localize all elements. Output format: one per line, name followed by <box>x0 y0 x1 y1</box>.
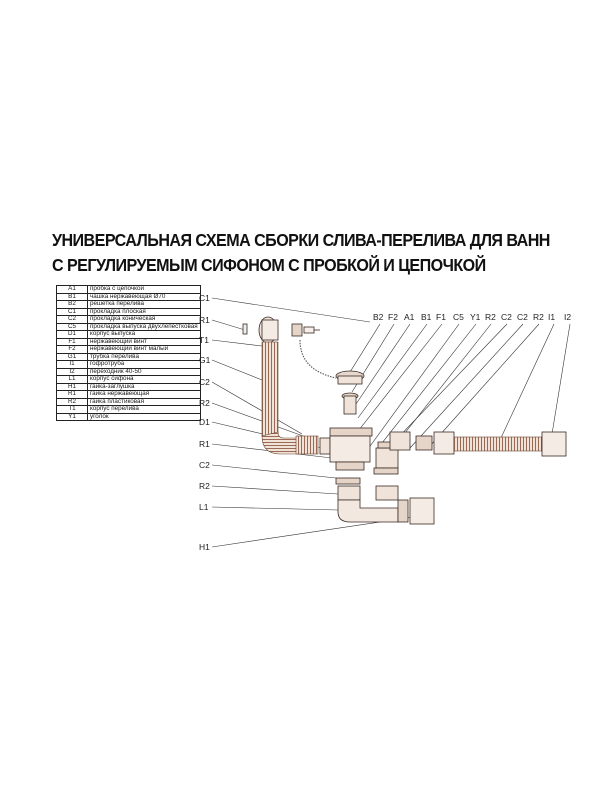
callout-label: R2 <box>485 312 496 322</box>
callout-label: B2 <box>373 312 384 322</box>
leader-lines <box>211 297 571 548</box>
callout-label: T1 <box>199 335 209 345</box>
overflow-assembly <box>242 316 337 379</box>
callout-label: C2 <box>501 312 512 322</box>
callout-label: C2 <box>199 460 210 470</box>
legend-description: уголок <box>87 412 201 421</box>
callout-label: R2 <box>533 312 544 322</box>
callout-label: R1 <box>199 315 210 325</box>
callout-label: C1 <box>199 293 210 303</box>
callout-label: F1 <box>436 312 446 322</box>
callout-label: Y1 <box>470 312 481 322</box>
callout-label: H1 <box>199 542 210 552</box>
callout-label: C5 <box>453 312 464 322</box>
callout-label: L1 <box>199 502 209 512</box>
callout-label: I1 <box>548 312 555 322</box>
title-line-1: УНИВЕРСАЛЬНАЯ СХЕМА СБОРКИ СЛИВА-ПЕРЕЛИВ… <box>52 230 550 250</box>
callout-label: R2 <box>199 481 210 491</box>
callout-label: A1 <box>404 312 415 322</box>
top-callout-labels: B2 F2 A1 B1 F1 C5 Y1 R2 C2 C2 R2 I1 I2 <box>373 312 571 322</box>
callout-label: F2 <box>388 312 398 322</box>
drain-assembly <box>319 370 373 471</box>
callout-label: R2 <box>199 398 210 408</box>
callout-label: G1 <box>199 355 211 365</box>
overflow-corrugated-pipe <box>261 341 319 455</box>
callout-label: I2 <box>564 312 571 322</box>
callout-label: B1 <box>421 312 432 322</box>
title-line-2: С РЕГУЛИРУЕМЫМ СИФОНОМ С ПРОБКОЙ И ЦЕПОЧ… <box>52 255 486 275</box>
callout-label: R1 <box>199 439 210 449</box>
outlet-corrugated-hose <box>415 431 567 457</box>
siphon-assembly <box>335 431 435 525</box>
page-title: УНИВЕРСАЛЬНАЯ СХЕМА СБОРКИ СЛИВА-ПЕРЕЛИВ… <box>52 228 550 278</box>
callout-label: C2 <box>199 377 210 387</box>
callout-label: D1 <box>199 417 210 427</box>
callout-label: C2 <box>517 312 528 322</box>
